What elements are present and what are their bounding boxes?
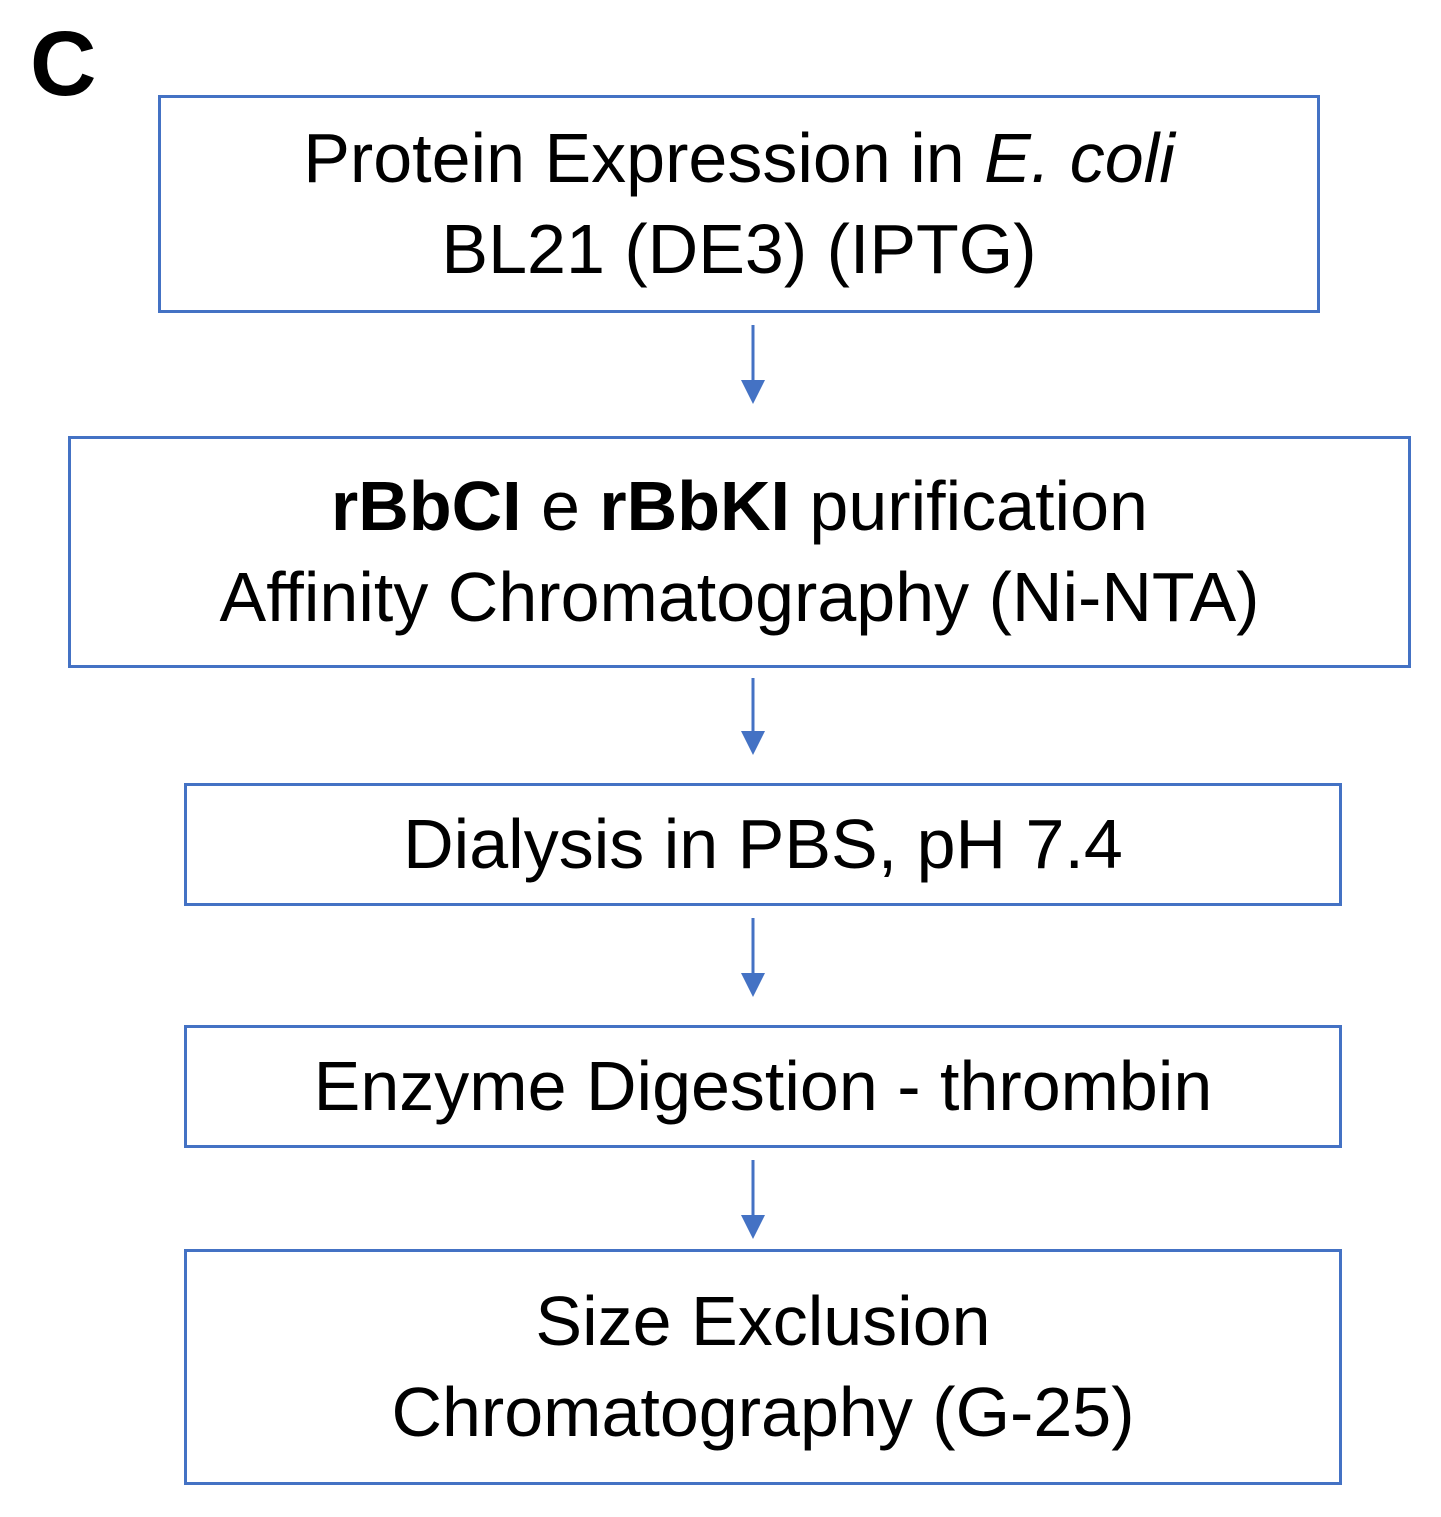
step-dialysis: Dialysis in PBS, pH 7.4 xyxy=(184,783,1342,906)
protein-name: rBbKI xyxy=(599,467,790,545)
step-line: Protein Expression in E. coli xyxy=(303,113,1175,204)
organism-name: E. coli xyxy=(984,119,1175,197)
arrow-1 xyxy=(741,325,765,404)
step-text: purification xyxy=(789,467,1148,545)
conjunction: e xyxy=(521,467,600,545)
step-line: Dialysis in PBS, pH 7.4 xyxy=(403,805,1123,883)
arrow-2 xyxy=(741,678,765,755)
protein-name: rBbCI xyxy=(331,467,522,545)
step-text: Protein Expression in xyxy=(303,119,985,197)
step-line: Chromatography (G-25) xyxy=(391,1373,1135,1451)
arrow-3 xyxy=(741,918,765,997)
step-protein-expression: Protein Expression in E. coli BL21 (DE3)… xyxy=(158,95,1320,313)
panel-label: C xyxy=(30,13,97,115)
step-line: Affinity Chromatography (Ni-NTA) xyxy=(219,558,1260,636)
step-line: Enzyme Digestion - thrombin xyxy=(313,1047,1213,1125)
arrow-4 xyxy=(741,1160,765,1239)
step-size-exclusion: Size Exclusion Chromatography (G-25) xyxy=(184,1249,1342,1485)
step-line: rBbCI e rBbKI purification xyxy=(331,461,1148,552)
step-line: Size Exclusion xyxy=(535,1282,991,1360)
step-enzyme-digestion: Enzyme Digestion - thrombin xyxy=(184,1025,1342,1148)
step-purification: rBbCI e rBbKI purification Affinity Chro… xyxy=(68,436,1411,668)
step-line: BL21 (DE3) (IPTG) xyxy=(441,210,1037,288)
